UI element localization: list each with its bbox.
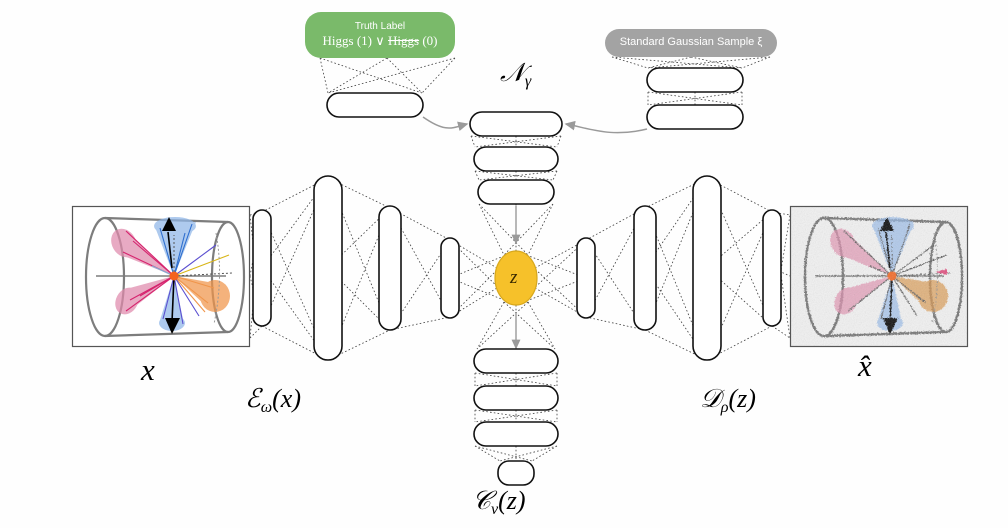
classifier-label-argument: (z) (498, 486, 526, 515)
truth-embed-layer-1[interactable] (326, 92, 424, 118)
classifier-layer-3[interactable] (473, 421, 559, 447)
latent-label-text: z (510, 267, 518, 288)
encoder-label: ℰω(x) (245, 384, 301, 417)
truth-to-conditioner-arrow (422, 116, 469, 131)
network-nodes (252, 67, 782, 486)
truth-label-expression: Higgs (1) ∨ Higgs (0) (323, 33, 438, 49)
classifier-label: 𝒞ν(z) (472, 486, 526, 519)
output-label-text: x̂ (858, 348, 872, 383)
truth-label-negated: Higgs (388, 33, 420, 49)
jet-cap-orange (200, 280, 230, 312)
jet-cone-blue-down (160, 276, 184, 324)
output-label: x̂ (858, 348, 872, 384)
decoder-layer-3[interactable] (692, 175, 722, 361)
truth-label-negative-value: (0) (419, 33, 438, 49)
decoder-label-argument: (z) (728, 384, 756, 413)
conditioner-layer-3[interactable] (477, 179, 555, 205)
jet-cone-blue-up (155, 222, 196, 276)
reconstructed-event-frame (789, 205, 969, 348)
encoder-layer-1[interactable] (252, 209, 272, 327)
truth-label-badge[interactable]: Truth Label Higgs (1) ∨ Higgs (0) (305, 12, 455, 58)
decoder-label-symbol: 𝒟 (700, 384, 721, 414)
noise-embed-layer-1[interactable] (646, 67, 744, 93)
conditioner-feed-arrows (422, 116, 648, 134)
jet-cap-pink-lower (115, 287, 139, 315)
encoder-label-argument: (x) (272, 384, 301, 413)
gaussian-sample-badge[interactable]: Standard Gaussian Sample ξ (605, 29, 777, 57)
edges-conditioner (319, 56, 771, 256)
input-label-text: x (141, 352, 155, 387)
input-event-graphic (73, 207, 249, 346)
decoder-label-subscript: ρ (720, 399, 729, 417)
decoder-layer-2[interactable] (633, 205, 657, 331)
latent-label: z (510, 267, 517, 289)
decoder-label: 𝒟ρ(z) (700, 384, 756, 417)
latent-node-z[interactable] (494, 250, 538, 306)
input-event-frame (71, 205, 251, 348)
classifier-layer-2[interactable] (473, 385, 559, 411)
conditioner-layer-2[interactable] (473, 146, 559, 172)
noise-to-conditioner-arrow (564, 120, 648, 134)
classifier-layer-1[interactable] (473, 348, 559, 374)
encoder-layer-2[interactable] (313, 175, 343, 361)
conditioner-layer-1[interactable] (469, 111, 563, 137)
noise-embed-layer-2[interactable] (646, 104, 744, 130)
input-label: x (141, 352, 155, 388)
encoder-layer-3[interactable] (378, 205, 402, 331)
met-arrow-down (165, 318, 180, 334)
conditioner-label: 𝒩γ (500, 58, 531, 91)
conditioner-label-subscript: γ (524, 73, 532, 91)
edges-classifier (474, 301, 558, 462)
missing-energy-arrows (167, 231, 173, 269)
truth-label-positive: Higgs (1) ∨ (322, 33, 388, 49)
classifier-label-subscript: ν (490, 501, 499, 519)
encoder-layer-4[interactable] (440, 237, 460, 319)
decoder-layer-4[interactable] (762, 209, 782, 327)
met-arrow-up (162, 217, 176, 231)
encoder-label-subscript: ω (260, 399, 273, 417)
classifier-label-symbol: 𝒞 (472, 486, 491, 516)
particle-tracks (122, 223, 230, 325)
reconstructed-event-graphic (791, 207, 967, 346)
edges-decoder (515, 177, 791, 361)
conditioner-label-symbol: 𝒩 (500, 58, 525, 88)
encoder-label-symbol: ℰ (245, 384, 261, 414)
decoder-layer-1[interactable] (576, 237, 596, 319)
classifier-output[interactable] (497, 460, 535, 486)
gaussian-sample-text: Standard Gaussian Sample ξ (619, 36, 763, 49)
edges-encoder (249, 177, 517, 361)
truth-label-title: Truth Label (354, 20, 406, 32)
interaction-vertex (169, 271, 179, 281)
